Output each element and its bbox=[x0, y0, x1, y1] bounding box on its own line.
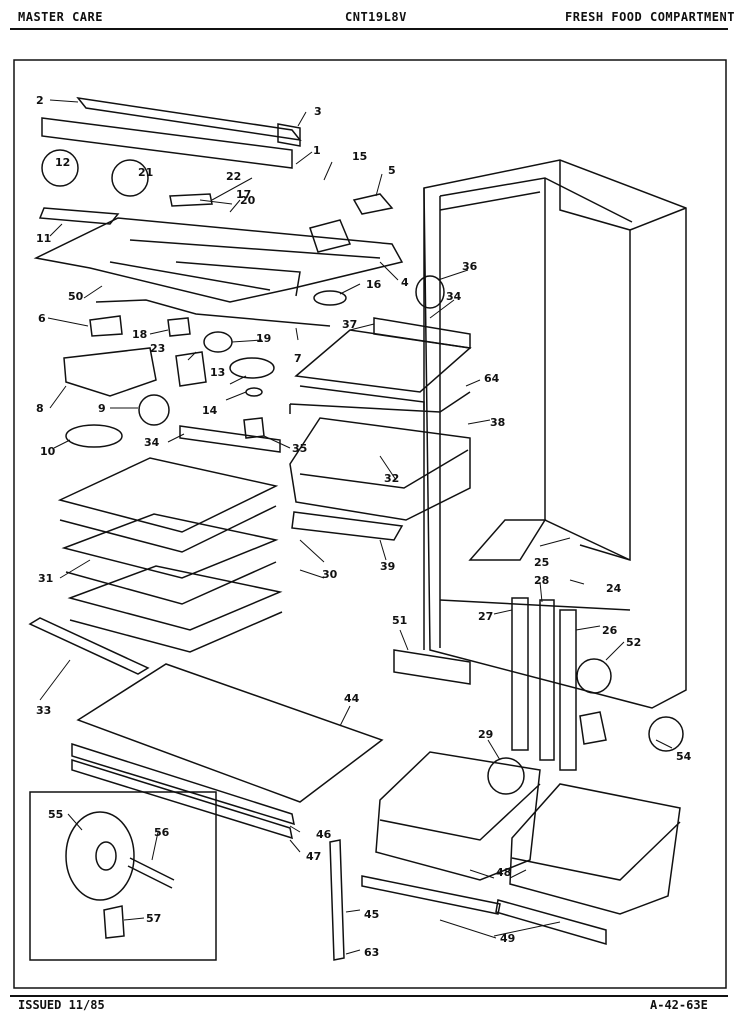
wire-shelves bbox=[57, 457, 283, 653]
callout-23: 23 bbox=[150, 342, 165, 355]
crisper-drawers bbox=[361, 751, 681, 945]
refrigerator-cabinet bbox=[423, 159, 687, 709]
callout-35: 35 bbox=[292, 442, 307, 455]
callout-28: 28 bbox=[534, 574, 549, 587]
callout-17: 17 bbox=[236, 188, 251, 201]
control-housing-assembly bbox=[33, 96, 404, 303]
callout-34-upper: 34 bbox=[446, 290, 462, 303]
header-model: CNT19L8V bbox=[345, 10, 407, 24]
callout-15: 15 bbox=[352, 150, 367, 163]
footer-rule bbox=[10, 995, 728, 997]
callout-10: 10 bbox=[40, 445, 56, 458]
callout-39: 39 bbox=[380, 560, 395, 573]
callout-51: 51 bbox=[392, 614, 407, 627]
callout-31: 31 bbox=[38, 572, 53, 585]
callout-29: 29 bbox=[478, 728, 493, 741]
callout-33: 33 bbox=[36, 704, 51, 717]
callout-21: 21 bbox=[138, 166, 153, 179]
callout-44: 44 bbox=[344, 692, 360, 705]
upper-shelf-assembly bbox=[179, 317, 472, 541]
callout-9: 9 bbox=[98, 402, 106, 415]
footer-issued: ISSUED 11/85 bbox=[18, 998, 105, 1012]
callout-56: 56 bbox=[154, 826, 170, 839]
callout-30: 30 bbox=[322, 568, 338, 581]
callout-14: 14 bbox=[202, 404, 218, 417]
diagram-frame bbox=[13, 59, 727, 989]
leader-lines bbox=[39, 99, 673, 955]
callout-2: 2 bbox=[36, 94, 44, 107]
callout-47: 47 bbox=[306, 850, 321, 863]
footer-code: A-42-63E bbox=[650, 998, 708, 1012]
callout-16: 16 bbox=[366, 278, 382, 291]
callout-36: 36 bbox=[462, 260, 478, 273]
callout-3: 3 bbox=[314, 105, 322, 118]
callout-32: 32 bbox=[384, 472, 399, 485]
callout-34-lower: 34 bbox=[144, 436, 160, 449]
callout-55: 55 bbox=[48, 808, 63, 821]
callout-27: 27 bbox=[478, 610, 493, 623]
caster-inset bbox=[29, 791, 217, 961]
header-left: MASTER CARE bbox=[18, 10, 103, 24]
callout-5: 5 bbox=[388, 164, 396, 177]
header-right: FRESH FOOD COMPARTMENT bbox=[565, 10, 735, 24]
callout-7: 7 bbox=[294, 352, 302, 365]
callout-8: 8 bbox=[36, 402, 44, 415]
shelf-supports bbox=[329, 275, 684, 961]
callout-18: 18 bbox=[132, 328, 147, 341]
callout-13: 13 bbox=[210, 366, 225, 379]
callout-6: 6 bbox=[38, 312, 46, 325]
callout-24: 24 bbox=[606, 582, 622, 595]
callout-12: 12 bbox=[55, 156, 70, 169]
callout-1: 1 bbox=[313, 144, 321, 157]
callout-4: 4 bbox=[401, 276, 409, 289]
callout-20: 20 bbox=[240, 194, 256, 207]
callout-38: 38 bbox=[490, 416, 505, 429]
callout-63: 63 bbox=[364, 946, 379, 959]
header-rule bbox=[10, 28, 728, 30]
callout-labels: 1 2 3 4 5 6 7 8 9 10 11 12 13 14 15 16 1… bbox=[36, 94, 692, 959]
callout-54: 54 bbox=[676, 750, 692, 763]
callout-19: 19 bbox=[256, 332, 271, 345]
callout-37: 37 bbox=[342, 318, 357, 331]
callout-25: 25 bbox=[534, 556, 549, 569]
callout-11: 11 bbox=[36, 232, 51, 245]
callout-46: 46 bbox=[316, 828, 332, 841]
callout-22: 22 bbox=[226, 170, 241, 183]
callout-52: 52 bbox=[626, 636, 641, 649]
electrical-components bbox=[38, 149, 347, 448]
glass-shelf bbox=[28, 617, 384, 840]
callout-49: 49 bbox=[500, 932, 515, 945]
callout-57: 57 bbox=[146, 912, 161, 925]
callout-26: 26 bbox=[602, 624, 618, 637]
callout-45: 45 bbox=[364, 908, 379, 921]
callout-50: 50 bbox=[68, 290, 84, 303]
callout-64: 64 bbox=[484, 372, 500, 385]
callout-48: 48 bbox=[496, 866, 511, 879]
